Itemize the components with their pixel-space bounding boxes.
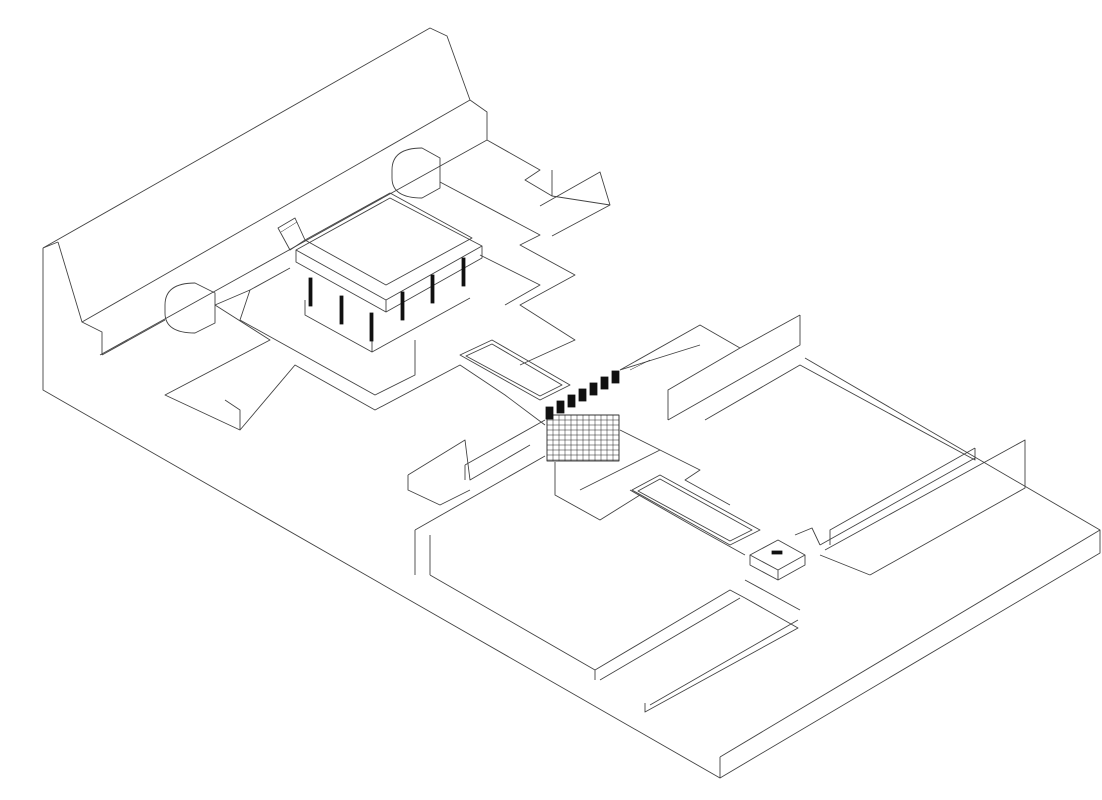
- back-sloped-wall: [42, 27, 553, 356]
- pavilion: [277, 192, 483, 353]
- lower-garden: [429, 364, 1026, 713]
- reflecting-pool-upper: [459, 339, 571, 401]
- small-fountain: [749, 527, 821, 581]
- lattice-grid: [546, 414, 620, 461]
- lattice-screen: [545, 370, 620, 462]
- screen-panels: [545, 370, 620, 420]
- semicircle-planters: [164, 147, 441, 334]
- upper-garden-paths: [101, 171, 611, 431]
- base-slab: [42, 248, 1101, 779]
- central-retaining-wall: [407, 314, 801, 575]
- pavilion-columns: [308, 257, 466, 342]
